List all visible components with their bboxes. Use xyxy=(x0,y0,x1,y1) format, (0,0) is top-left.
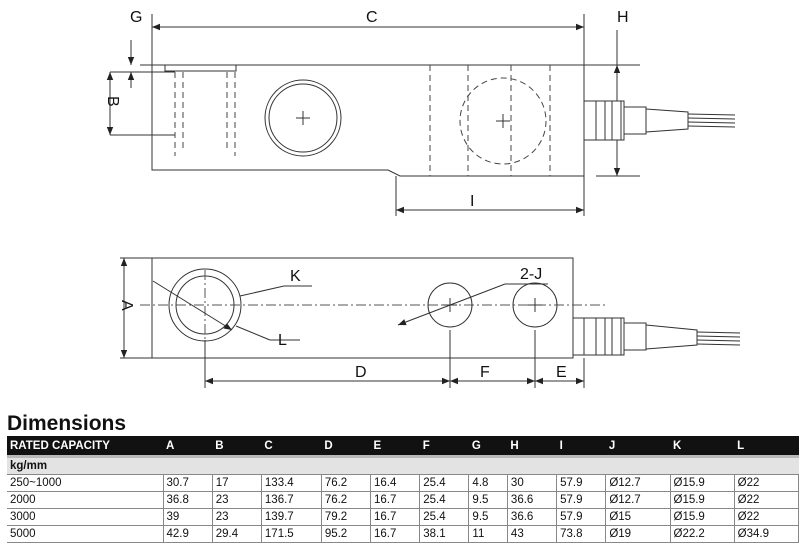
table-cell: 9.5 xyxy=(468,491,508,509)
table-cell: 23 xyxy=(211,491,262,509)
table-cell: Ø15.9 xyxy=(669,508,735,526)
label-C: C xyxy=(366,9,378,26)
table-cell: Ø12.7 xyxy=(605,474,671,492)
header-J: J xyxy=(605,436,670,458)
table-row: 2000 36.8 23 136.7 76.2 16.7 25.4 9.5 36… xyxy=(7,491,800,509)
table-cell: 16.4 xyxy=(370,474,421,492)
table-row: 3000 39 23 139.7 79.2 16.7 25.4 9.5 36.6… xyxy=(7,508,800,526)
table-cell: 95.2 xyxy=(320,525,372,543)
table-cell: 76.2 xyxy=(320,474,372,492)
table-cell: 30 xyxy=(506,474,558,492)
technical-drawing: C G B H I A K xyxy=(104,9,741,388)
side-view-connector xyxy=(583,100,625,141)
table-cell: 2000 xyxy=(7,491,164,509)
header-L: L xyxy=(734,436,799,458)
label-A: A xyxy=(118,300,135,311)
unit-label: kg/mm xyxy=(7,456,799,475)
table-cell: 29.4 xyxy=(211,525,262,543)
table-cell: 76.2 xyxy=(320,491,372,509)
table-cell: Ø19 xyxy=(605,525,671,543)
table-cell: 36.6 xyxy=(506,491,558,509)
header-C: C xyxy=(261,436,322,458)
label-B: B xyxy=(104,96,121,107)
table-cell: 3000 xyxy=(7,508,164,526)
header-G: G xyxy=(468,436,508,458)
dimensions-table: RATED CAPACITY A B C D E F G H I J K L k… xyxy=(7,436,800,543)
table-cell: 79.2 xyxy=(320,508,372,526)
table-cell: 73.8 xyxy=(556,525,607,543)
unit-row: kg/mm xyxy=(7,456,799,475)
label-F: F xyxy=(480,364,490,381)
table-cell: 38.1 xyxy=(419,525,470,543)
table-cell: 16.7 xyxy=(370,525,421,543)
table-cell: Ø22.2 xyxy=(669,525,735,543)
table-cell: 57.9 xyxy=(556,474,607,492)
table-row: 5000 42.9 29.4 171.5 95.2 16.7 38.1 11 4… xyxy=(7,525,800,543)
header-D: D xyxy=(321,436,371,458)
label-G: G xyxy=(130,9,142,26)
table-cell: 25.4 xyxy=(419,474,470,492)
table-cell: 171.5 xyxy=(260,525,322,543)
table-cell: 42.9 xyxy=(162,525,213,543)
label-E: E xyxy=(556,364,567,381)
side-view-body xyxy=(151,64,585,177)
table-cell: 39 xyxy=(162,508,213,526)
table-cell: Ø22 xyxy=(733,474,800,492)
header-I: I xyxy=(556,436,606,458)
table-cell: Ø22 xyxy=(733,491,800,509)
header-A: A xyxy=(163,436,213,458)
table-cell: Ø15.9 xyxy=(669,491,735,509)
table-cell: 57.9 xyxy=(556,491,607,509)
table-cell: 11 xyxy=(468,525,508,543)
table-cell: 5000 xyxy=(7,525,164,543)
table-cell: 36.8 xyxy=(162,491,213,509)
table-cell: Ø22 xyxy=(733,508,800,526)
table-row: 250~1000 30.7 17 133.4 76.2 16.4 25.4 4.… xyxy=(7,474,800,492)
table-header-row: RATED CAPACITY A B C D E F G H I J K L xyxy=(7,436,799,458)
table-cell: 139.7 xyxy=(260,508,322,526)
side-view-hole-right xyxy=(459,77,547,165)
table-cell: 9.5 xyxy=(468,508,508,526)
table-cell: 25.4 xyxy=(419,491,470,509)
table-cell: 17 xyxy=(211,474,262,492)
label-K: K xyxy=(290,268,301,285)
side-view: C G B H I xyxy=(104,9,736,216)
top-view-body xyxy=(151,257,574,359)
table-cell: 57.9 xyxy=(556,508,607,526)
label-H: H xyxy=(617,9,629,26)
table-cell: Ø15.9 xyxy=(669,474,735,492)
label-D: D xyxy=(355,364,367,381)
top-view-hole-j2 xyxy=(512,282,558,328)
table-cell: Ø12.7 xyxy=(605,491,671,509)
side-view-hole-left xyxy=(264,79,342,157)
top-view-connector xyxy=(583,317,625,356)
table-cell: 25.4 xyxy=(419,508,470,526)
table-cell: 43 xyxy=(506,525,558,543)
table-cell: 16.7 xyxy=(370,508,421,526)
header-K: K xyxy=(670,436,735,458)
header-H: H xyxy=(507,436,557,458)
header-F: F xyxy=(419,436,469,458)
table-cell: 133.4 xyxy=(260,474,322,492)
label-L: L xyxy=(278,332,287,349)
header-rated-capacity: RATED CAPACITY xyxy=(7,436,163,458)
label-I: I xyxy=(470,193,474,210)
top-view-hole-j1 xyxy=(427,282,473,328)
table-cell: 250~1000 xyxy=(7,474,164,492)
header-B: B xyxy=(212,436,262,458)
table-cell: 136.7 xyxy=(260,491,322,509)
table-cell: 23 xyxy=(211,508,262,526)
dimensions-title: Dimensions xyxy=(7,412,127,435)
header-E: E xyxy=(370,436,420,458)
table-cell: Ø15 xyxy=(605,508,671,526)
label-2J: 2-J xyxy=(520,266,542,283)
table-cell: 36.6 xyxy=(506,508,558,526)
table-cell: Ø34.9 xyxy=(733,525,800,543)
table-cell: 16.7 xyxy=(370,491,421,509)
top-view: A K L 2-J xyxy=(118,257,741,388)
table-cell: 4.8 xyxy=(468,474,508,492)
table-cell: 30.7 xyxy=(162,474,213,492)
